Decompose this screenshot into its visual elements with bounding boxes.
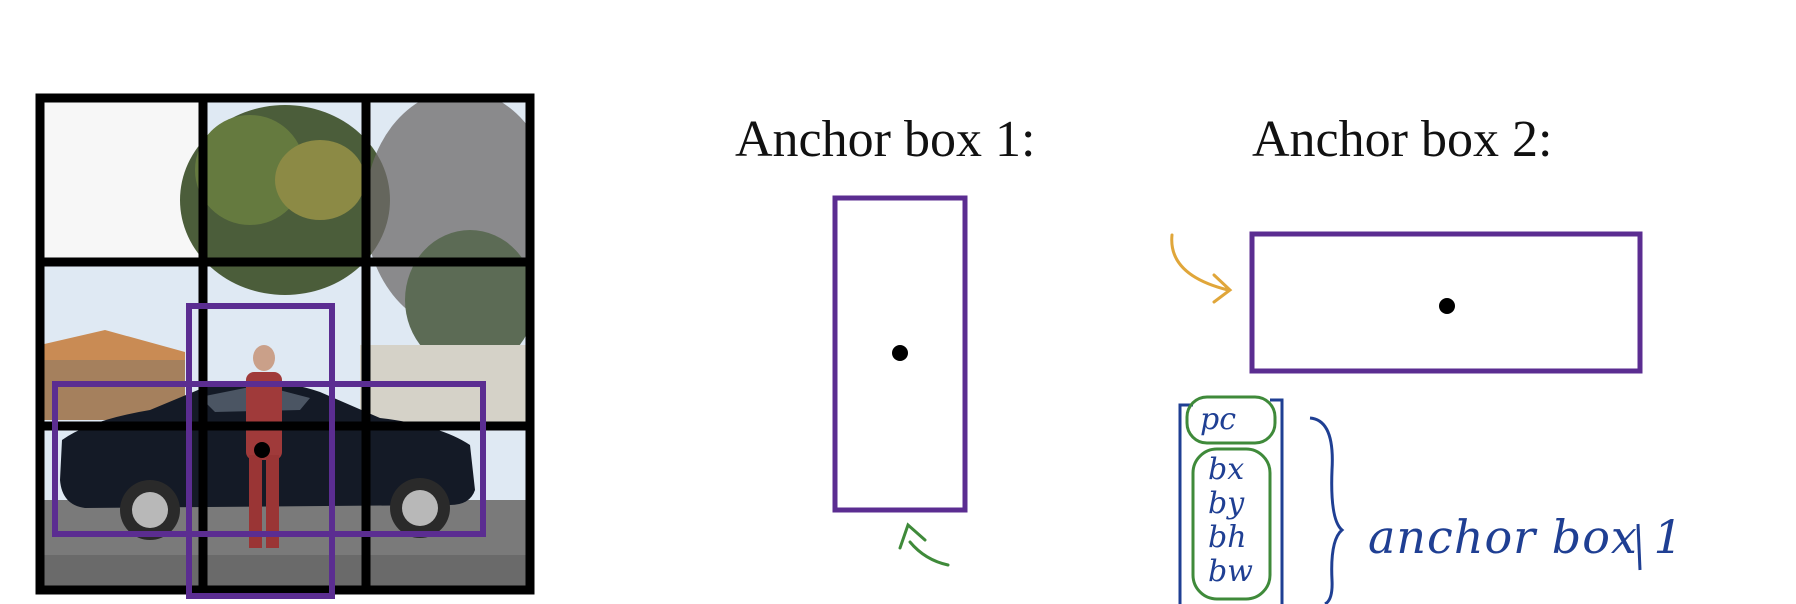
pc-group-outline <box>1185 395 1277 445</box>
box-coords-group-outline <box>1191 447 1272 601</box>
anchor-box-2-shape <box>1249 231 1643 374</box>
vector-entry-by: by <box>1208 486 1245 521</box>
vector-entry-pc: pc <box>1200 402 1237 437</box>
car-bounding-box <box>52 381 486 537</box>
anchor-box-2-title: Anchor box 2: <box>1252 111 1553 168</box>
curly-brace <box>1309 416 1345 604</box>
grid-lines <box>35 93 535 595</box>
output-vector-bracket <box>1178 398 1284 604</box>
hand-stroke <box>1636 523 1642 571</box>
vector-entry-bh: bh <box>1208 520 1247 555</box>
anchor-box-1-title: Anchor box 1: <box>735 111 1036 168</box>
anchor-box-1-shape <box>832 195 968 513</box>
vector-entry-bw: bw <box>1208 554 1253 589</box>
green-arrow <box>898 522 950 567</box>
anchor-box-2-center <box>1439 298 1455 314</box>
anchor-box-1-label: anchor box 1 <box>1368 510 1684 564</box>
pedestrian-bounding-box <box>186 303 335 599</box>
orange-arrow <box>1170 233 1233 304</box>
anchor-box-1-center <box>892 345 908 361</box>
vector-entry-bx: bx <box>1208 452 1245 487</box>
midpoint-dot <box>254 442 270 458</box>
